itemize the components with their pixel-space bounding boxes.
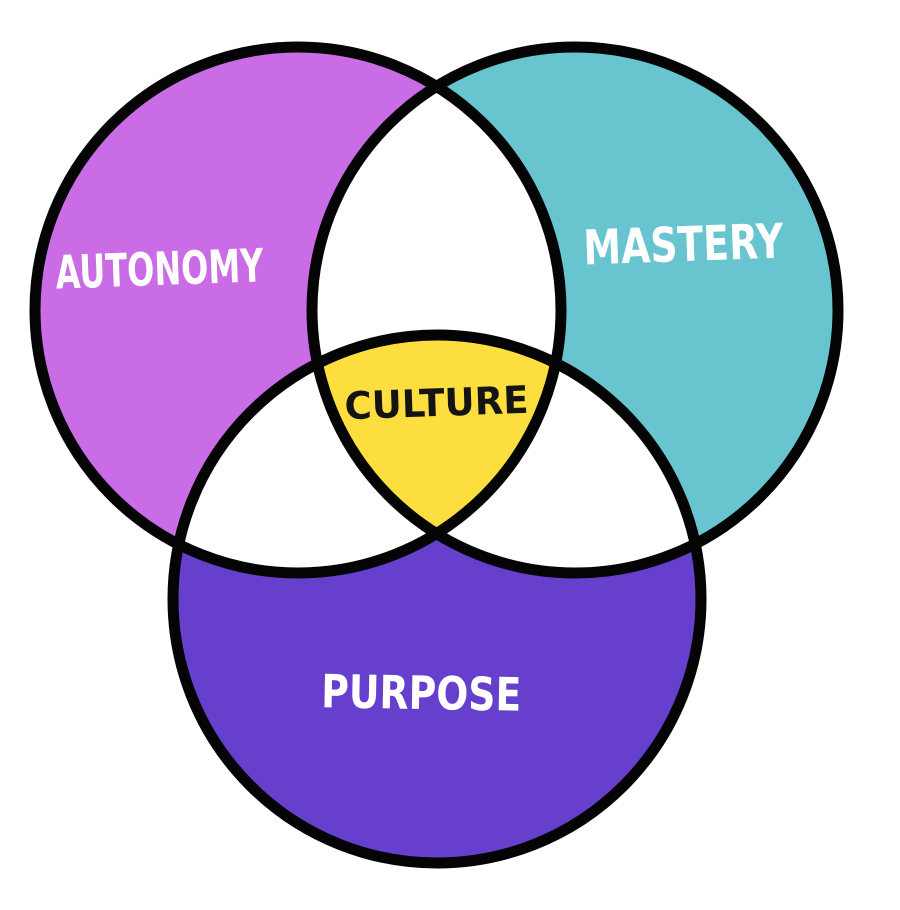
autonomy-circle-outline <box>29 41 567 579</box>
mastery-circle-outline <box>306 41 844 579</box>
culture-label: CULTURE <box>344 378 529 428</box>
autonomy-label: AUTONOMY <box>55 238 265 299</box>
mastery-purpose-overlap <box>312 335 701 573</box>
mastery-label: MASTERY <box>583 214 786 277</box>
autonomy-purpose-overlap <box>173 335 561 573</box>
purpose-circle-outline <box>167 329 707 869</box>
purpose-label: PURPOSE <box>321 664 522 721</box>
